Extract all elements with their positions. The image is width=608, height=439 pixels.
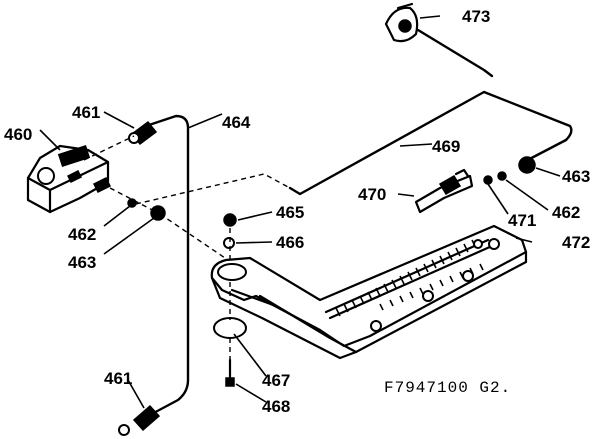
callout-465: 465 [276,203,304,222]
callout-462-left: 462 [68,225,96,244]
part-467-gasket [213,317,247,339]
leader-lines [39,15,561,409]
callout-463-right: 463 [562,167,590,186]
burner-port-ticks [335,239,484,317]
part-461-fitting-bottom [118,404,161,436]
part-464-supply-tube [144,114,190,418]
callout-471: 471 [508,211,536,230]
callout-462-right: 462 [552,203,580,222]
callout-472: 472 [562,233,590,252]
part-466-washer [223,237,235,249]
part-462-fitting-left [92,176,137,208]
part-461-fitting-top [128,120,158,146]
callout-468: 468 [262,397,290,416]
part-470-bracket [414,168,474,214]
part-473-top-fitting [384,2,419,43]
callout-461-bottom: 461 [104,369,132,388]
part-462-fitting-right [497,171,507,181]
part-468-screw [225,358,235,387]
part-469-pilot-tube [288,90,573,196]
callout-470: 470 [358,185,386,204]
part-465-nut [223,213,237,227]
callout-464: 464 [222,113,251,132]
callout-labels: 460 461 464 462 463 465 466 467 468 461 … [4,7,590,416]
callout-466: 466 [276,233,304,252]
part-460-valve-block [26,144,110,214]
part-463-nut-right [518,156,536,174]
callout-469: 469 [432,137,460,156]
part-471-screw [483,175,493,185]
callout-461-top: 461 [72,103,100,122]
callout-473: 473 [462,7,490,26]
part-472-burner [210,224,528,360]
part-469-riser [416,28,494,78]
callout-463-left: 463 [68,253,96,272]
callout-460: 460 [4,125,32,144]
assembly-lines [83,135,291,362]
callout-467: 467 [262,371,290,390]
figure-id: F7947100 G2. [384,379,511,397]
